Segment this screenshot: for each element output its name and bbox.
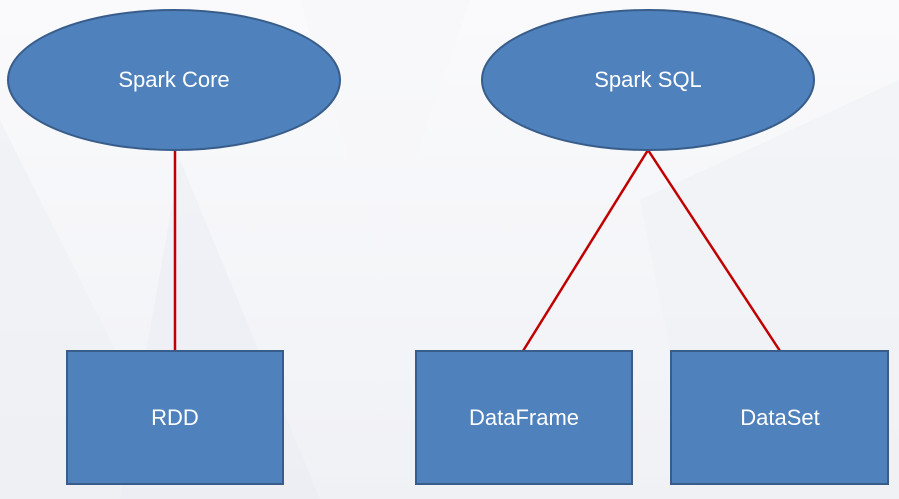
node-dataset: DataSet xyxy=(670,350,889,485)
node-label-rdd: RDD xyxy=(151,405,199,430)
node-label-dataset: DataSet xyxy=(740,405,820,430)
node-spark-sql: Spark SQL xyxy=(481,9,815,151)
node-label-spark-sql: Spark SQL xyxy=(594,67,702,92)
node-rdd: RDD xyxy=(66,350,284,485)
node-dataframe: DataFrame xyxy=(415,350,633,485)
node-label-spark-core: Spark Core xyxy=(118,67,229,92)
connector-sql-dataframe xyxy=(521,149,650,352)
node-spark-core: Spark Core xyxy=(7,9,341,151)
node-label-dataframe: DataFrame xyxy=(469,405,579,430)
connector-sql-dataset xyxy=(646,149,782,352)
